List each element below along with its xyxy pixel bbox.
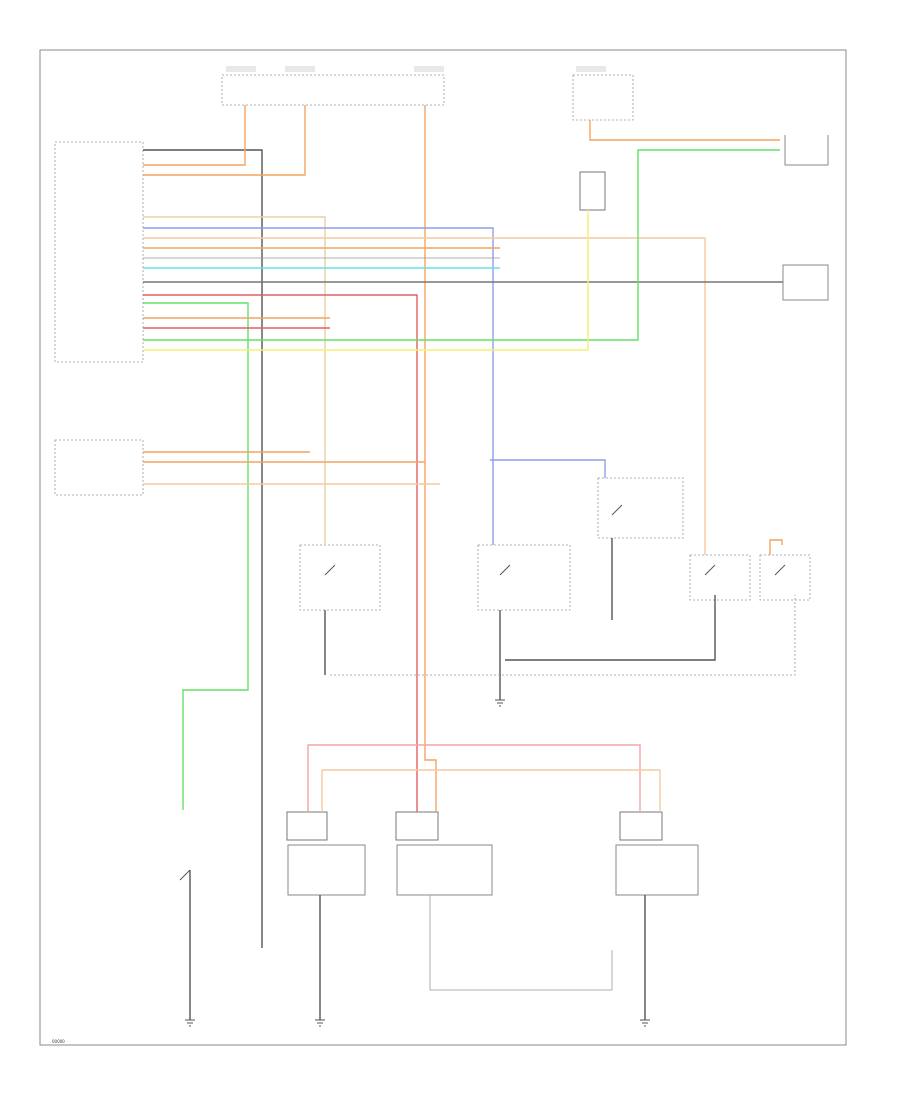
instrument-module <box>54 439 144 496</box>
fuse-block-top <box>221 74 445 106</box>
lock-actuator-right <box>615 844 699 896</box>
wire-light-orange-cross <box>321 769 661 812</box>
diagram-code: 00000 <box>52 1039 65 1044</box>
wire-orange-center <box>424 105 437 812</box>
lock-actuator-left <box>287 844 366 896</box>
wire-green-lower <box>143 302 249 810</box>
fuse-labels <box>226 66 606 72</box>
wire-orange-fuse-b <box>143 105 306 176</box>
wire-tan <box>143 216 326 545</box>
wire-orange-right-top <box>589 120 780 141</box>
connector-right-top <box>784 135 829 166</box>
wire-orange-fuse-a <box>143 105 246 166</box>
switch-box-center <box>477 544 571 611</box>
switch-symbols <box>179 504 786 881</box>
wire-blue <box>143 227 494 545</box>
switch-box-left <box>299 544 381 611</box>
wire-yellow <box>143 210 589 351</box>
fuse-block-top-right <box>572 74 634 121</box>
wire-light-orange <box>143 237 706 555</box>
ground-symbols <box>185 699 650 1027</box>
switch-box-upper-right <box>597 477 684 539</box>
ground-leg-center <box>429 895 613 991</box>
wire-dark-trunk <box>143 149 263 948</box>
lock-actuator-center <box>396 844 493 896</box>
wire-pink-cross <box>307 744 641 812</box>
ground-bus-a <box>505 595 716 661</box>
switch-box-right-a <box>689 554 751 601</box>
switch-box-right-b <box>759 554 811 601</box>
body-control-module <box>54 141 144 363</box>
module-right <box>782 264 829 301</box>
connector-blocks <box>286 171 663 841</box>
wire-red <box>143 294 418 812</box>
wire-green-upper <box>143 149 780 341</box>
wire-orange-right-switch <box>769 539 783 555</box>
ground-bus-dashed <box>330 595 796 676</box>
diagram-border <box>39 49 847 1046</box>
wire-blue-upper-switch <box>490 459 606 478</box>
